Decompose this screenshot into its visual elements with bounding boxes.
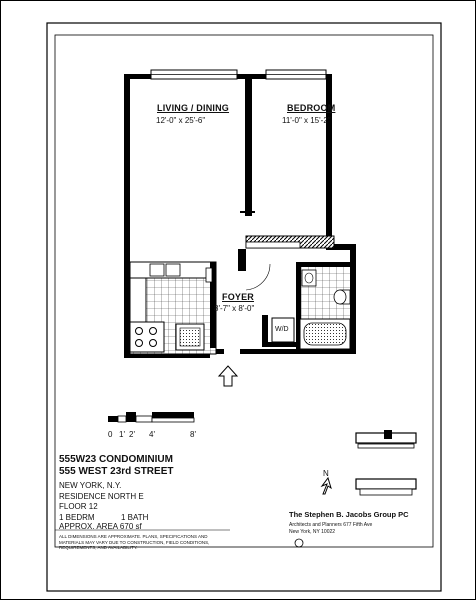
approx-area: APPROX. AREA 670 sf bbox=[59, 522, 142, 531]
kitchen bbox=[129, 261, 217, 355]
firm-address-line2: New York, NY 10022 bbox=[289, 529, 336, 535]
scale-tick-0: 0 bbox=[108, 430, 113, 439]
disclaimer: ALL DIMENSIONS ARE APPROXIMATE. PLANS, S… bbox=[59, 534, 210, 550]
room-name-foyer: FOYER bbox=[222, 292, 255, 302]
project-city: NEW YORK, N.Y. bbox=[59, 481, 122, 490]
residence-name: RESIDENCE NORTH E bbox=[59, 492, 144, 501]
room-name-living-dining: LIVING / DINING bbox=[157, 103, 230, 113]
room-size-foyer: 8'-7" x 8'-0" bbox=[214, 304, 255, 313]
north-arrow-icon bbox=[320, 476, 332, 495]
bath-count: 1 BATH bbox=[121, 513, 149, 522]
scale-tick-4: 4' bbox=[149, 430, 155, 439]
floor-number: FLOOR 12 bbox=[59, 502, 98, 511]
copyright-seal-icon bbox=[294, 538, 304, 548]
north-label: N bbox=[323, 469, 329, 478]
scale-tick-1: 1' bbox=[119, 430, 125, 439]
sheet-frame bbox=[46, 22, 442, 592]
scale-bar bbox=[108, 412, 195, 423]
scale-tick-8: 8' bbox=[190, 430, 196, 439]
room-size-bedroom: 11'-0" x 15'-2" bbox=[282, 116, 331, 125]
project-address: 555 WEST 23rd STREET bbox=[59, 466, 174, 477]
room-name-bedroom: BEDROOM bbox=[287, 103, 336, 113]
key-plan bbox=[355, 430, 417, 496]
project-name: 555W23 CONDOMINIUM bbox=[59, 454, 173, 465]
room-size-living-dining: 12'-0" x 25'-6" bbox=[156, 116, 206, 125]
scale-tick-2: 2' bbox=[129, 430, 135, 439]
firm-name: The Stephen B. Jacobs Group PC bbox=[289, 510, 409, 519]
washer-dryer-label: W/D bbox=[275, 326, 289, 333]
bedroom-count: 1 BEDRM bbox=[59, 513, 95, 522]
sheet-frame-inner bbox=[54, 34, 434, 548]
firm-address-line1: Architects and Planners 677 Fifth Ave bbox=[289, 522, 373, 528]
apartment-plan bbox=[124, 69, 356, 387]
entry-arrow bbox=[217, 365, 239, 387]
